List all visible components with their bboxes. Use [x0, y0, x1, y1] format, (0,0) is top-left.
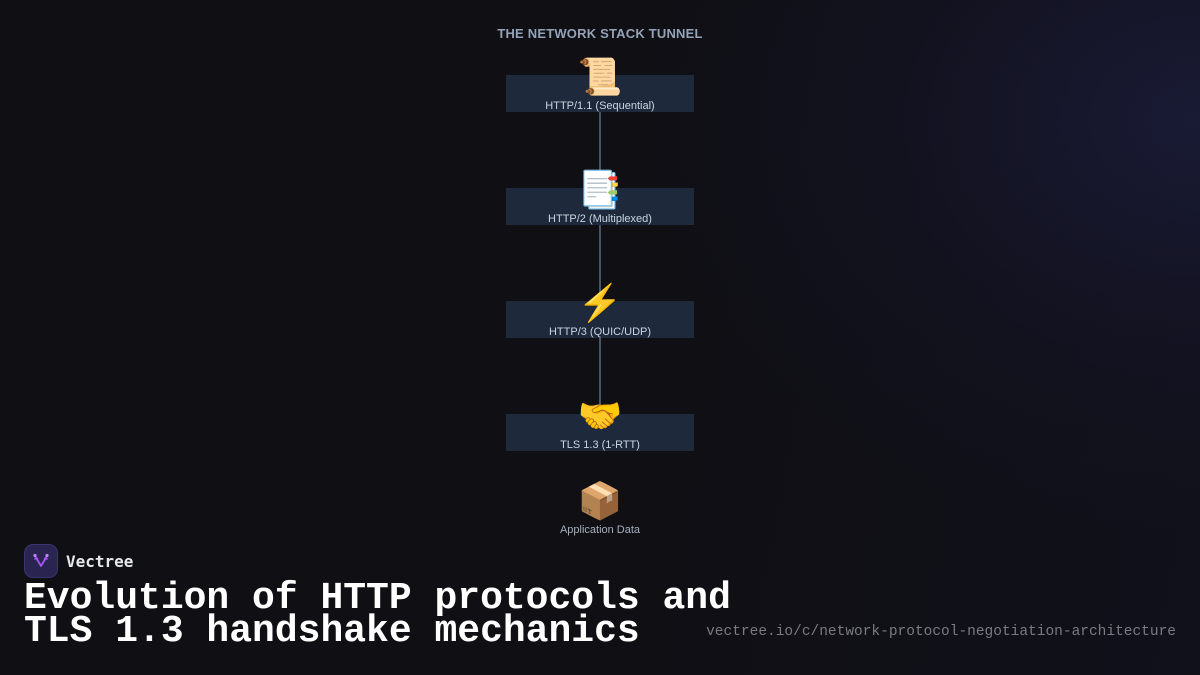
layer-label: HTTP/2 (Multiplexed): [548, 213, 652, 225]
layer-band-http2: [506, 188, 694, 225]
layer-http2: 📑 HTTP/2 (Multiplexed): [500, 168, 700, 226]
layer-label: HTTP/1.1 (Sequential): [545, 100, 655, 112]
layer-band-tls13: [506, 414, 694, 451]
connector-line: [599, 112, 601, 412]
brand: Vectree: [24, 544, 133, 578]
lightning-icon: ⚡: [577, 282, 623, 323]
layer-label: HTTP/3 (QUIC/UDP): [548, 326, 652, 338]
layer-tls13: 🤝 TLS 1.3 (1-RTT): [500, 394, 700, 452]
headline: Evolution of HTTP protocols and TLS 1.3 …: [24, 580, 731, 651]
layer-band-http11: [506, 75, 694, 112]
layer-http11: 📜 HTTP/1.1 (Sequential): [500, 55, 700, 113]
layer-http3: ⚡ HTTP/3 (QUIC/UDP): [500, 281, 700, 339]
headline-line-1: Evolution of HTTP protocols and: [24, 577, 731, 620]
handshake-icon: 🤝: [577, 395, 623, 436]
layer-label: Application Data: [559, 524, 641, 536]
scroll-icon: 📜: [577, 56, 623, 97]
bookmark-tabs-icon: 📑: [577, 169, 623, 210]
brand-name: Vectree: [66, 551, 134, 571]
headline-line-2: TLS 1.3 handshake mechanics: [24, 610, 640, 653]
diagram-title: THE NETWORK STACK TUNNEL: [497, 26, 703, 41]
package-icon: 📦: [577, 480, 623, 521]
source-url: vectree.io/c/network-protocol-negotiatio…: [706, 624, 1176, 640]
vectree-logo-icon: [24, 544, 58, 578]
layer-label: TLS 1.3 (1-RTT): [560, 439, 640, 451]
layer-band-http3: [506, 301, 694, 338]
network-stack-diagram: THE NETWORK STACK TUNNEL 📜 HTTP/1.1 (Seq…: [497, 26, 703, 537]
layer-application-data: 📦 Application Data: [500, 479, 700, 537]
